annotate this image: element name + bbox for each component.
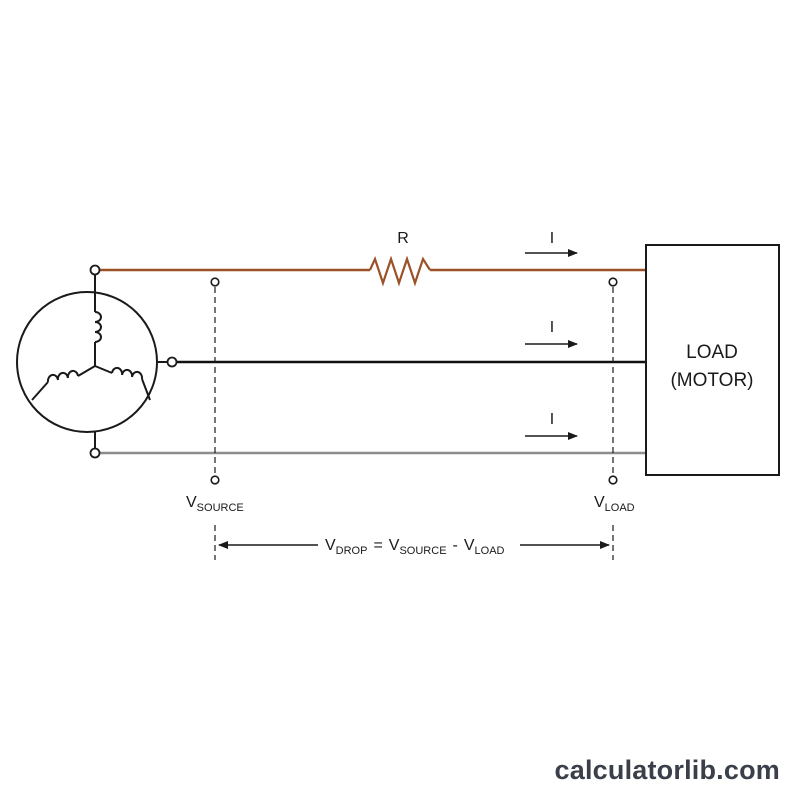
v-drop-formula: VDROP=VSOURCE-VLOAD [325, 537, 505, 557]
wye-generator-icon [16, 273, 167, 452]
load-probe-bottom [608, 475, 618, 485]
motor-label: (MOTOR) [670, 370, 753, 391]
source-probe-bottom [210, 475, 220, 485]
load-label: LOAD [686, 342, 738, 363]
v-load-label: VLOAD [594, 494, 635, 514]
terminal-c [89, 447, 101, 459]
resistor-label: R [397, 230, 409, 247]
current-label-c: I [550, 411, 554, 428]
terminal-b [166, 356, 178, 368]
load-probe-top [608, 277, 618, 287]
source-probe-top [210, 277, 220, 287]
current-label-b: I [550, 319, 554, 336]
v-source-label: VSOURCE [186, 494, 244, 514]
resistor-icon [368, 255, 431, 287]
current-label-a: I [550, 230, 554, 247]
terminal-a [89, 264, 101, 276]
load-box [645, 244, 780, 476]
brand-watermark: calculatorlib.com [554, 755, 780, 785]
